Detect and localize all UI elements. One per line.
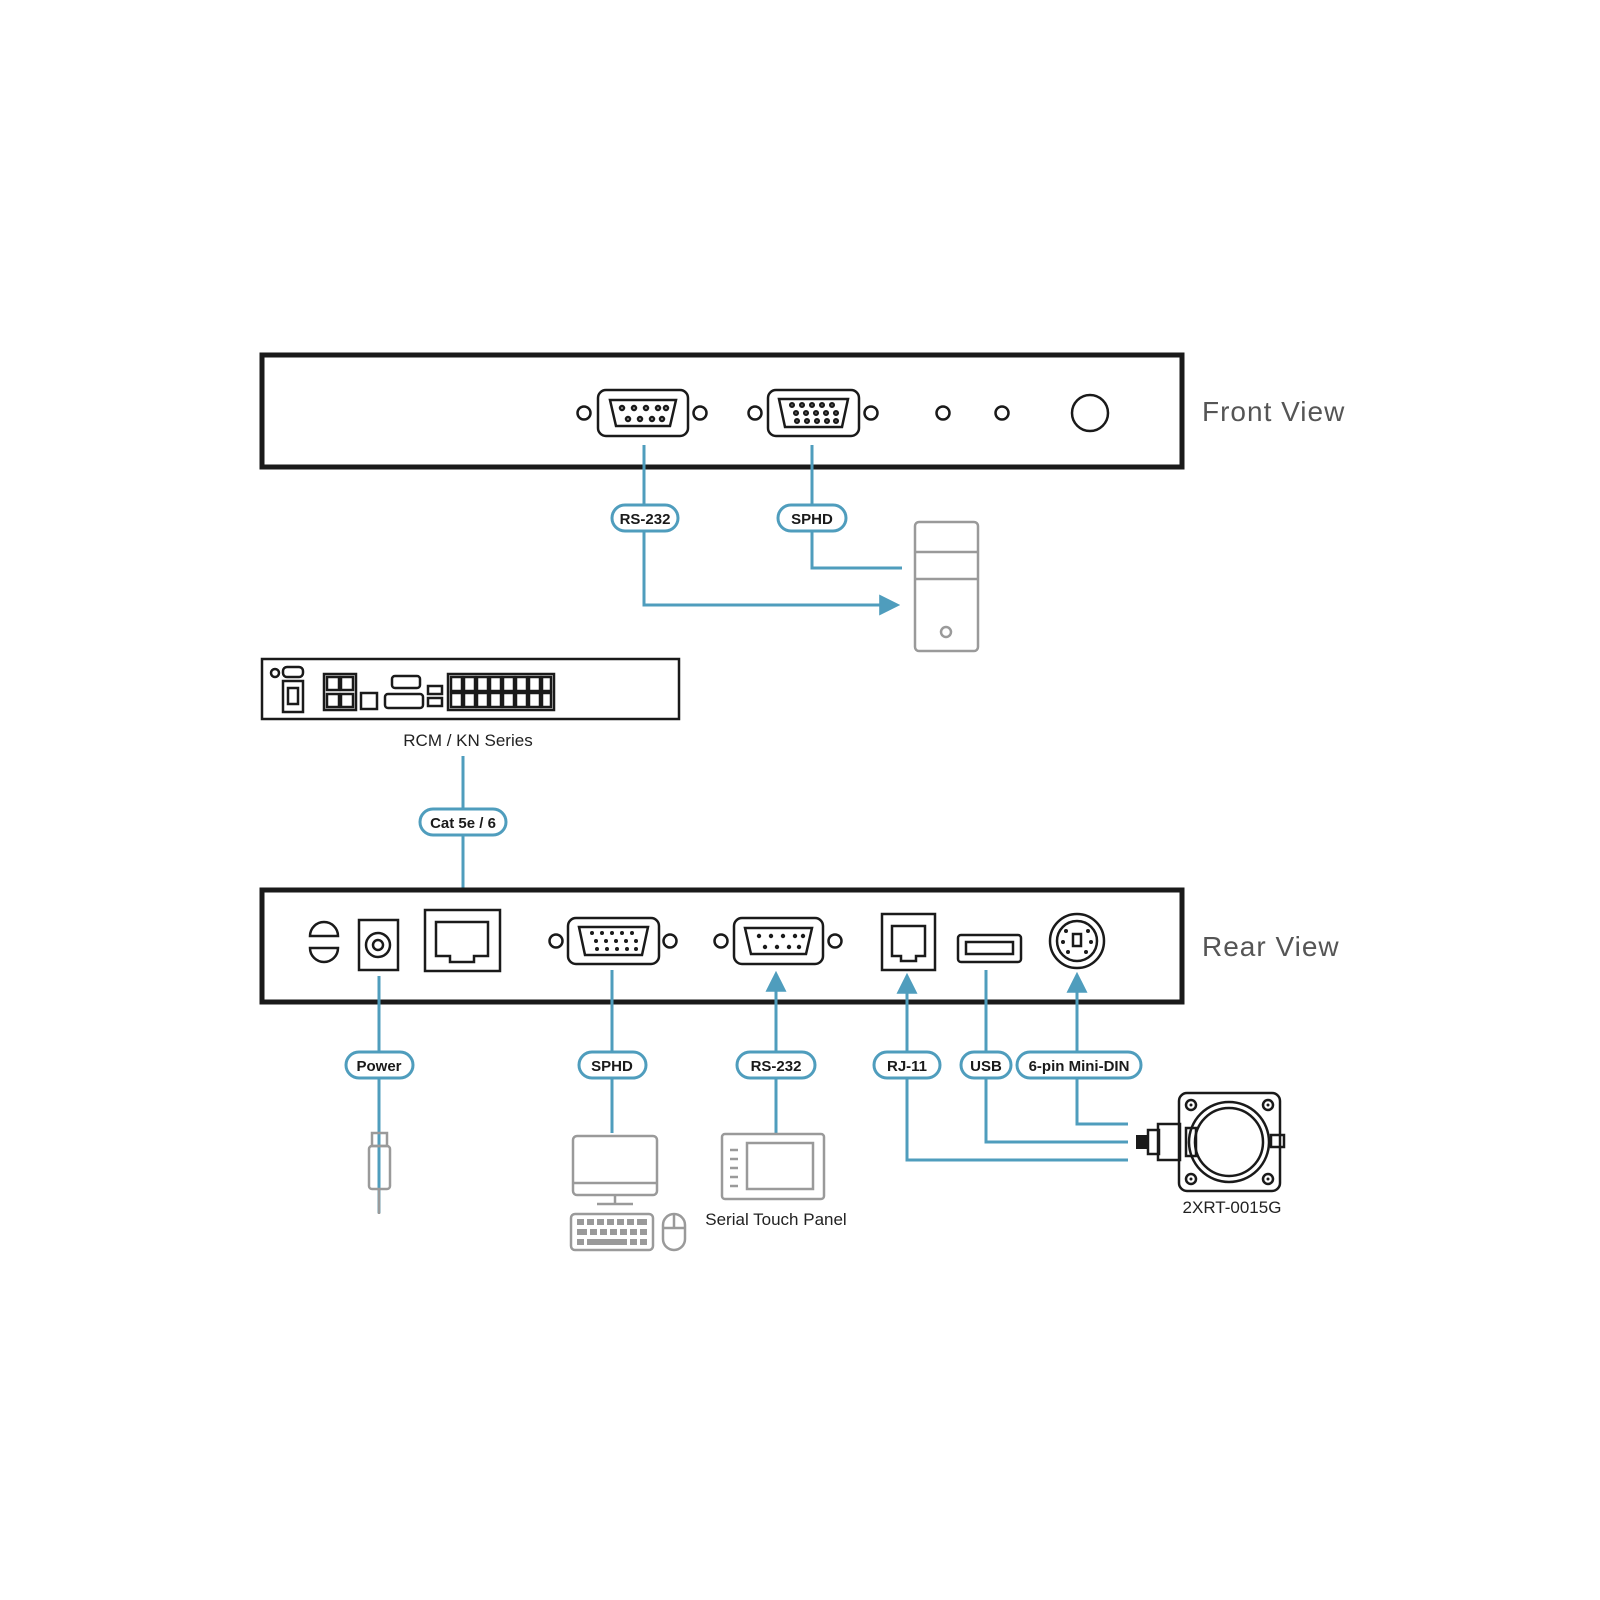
svg-text:RS-232: RS-232 xyxy=(751,1058,802,1075)
rj45-port-icon xyxy=(423,908,502,973)
svg-text:USB: USB xyxy=(970,1058,1002,1075)
cat5-label: Cat 5e / 6 xyxy=(418,807,508,837)
rj11-port-icon xyxy=(880,912,937,972)
kvm-ports xyxy=(449,675,553,709)
monitor-icon xyxy=(571,1134,659,1206)
rear-sphd-port-icon xyxy=(548,916,678,966)
keyboard-icon xyxy=(569,1212,655,1252)
svg-text:SPHD: SPHD xyxy=(591,1058,633,1075)
touch-panel-caption: Serial Touch Panel xyxy=(705,1210,846,1229)
front-rs232-label: RS-232 xyxy=(610,503,680,533)
kvm-switch-icon xyxy=(260,657,681,721)
led-icon xyxy=(994,405,1010,421)
mini-din-port-icon xyxy=(1048,912,1106,970)
mini-din-label: 6-pin Mini-DIN xyxy=(1015,1050,1143,1080)
mouse-icon xyxy=(661,1212,687,1252)
touch-panel-icon xyxy=(720,1132,826,1201)
rear-panel xyxy=(259,887,1185,1005)
rj11-label: RJ-11 xyxy=(872,1050,942,1080)
svg-text:SPHD: SPHD xyxy=(791,511,833,528)
rear-view-title: Rear View xyxy=(1202,931,1340,962)
led-icon xyxy=(935,405,951,421)
front-sphd-label: SPHD xyxy=(776,503,848,533)
usb-port-icon xyxy=(956,933,1023,964)
usb-label: USB xyxy=(959,1050,1013,1080)
svg-text:RS-232: RS-232 xyxy=(620,511,671,528)
svg-text:Cat 5e / 6: Cat 5e / 6 xyxy=(430,815,496,832)
computer-tower-icon xyxy=(913,520,980,653)
power-jack-icon xyxy=(357,918,400,972)
front-cables xyxy=(642,445,902,616)
rear-rs232-label: RS-232 xyxy=(735,1050,817,1080)
svg-text:RJ-11: RJ-11 xyxy=(887,1058,927,1075)
sensor-caption: 2XRT-0015G xyxy=(1183,1198,1282,1217)
front-view-title: Front View xyxy=(1202,396,1345,427)
power-label: Power xyxy=(344,1050,415,1080)
front-panel xyxy=(259,352,1185,470)
power-plug-icon xyxy=(367,1131,392,1214)
sensor-device-icon xyxy=(1136,1091,1286,1193)
ground-icon xyxy=(308,920,340,964)
rear-cables xyxy=(377,970,1128,1213)
front-sphd-port-icon xyxy=(747,388,879,438)
front-rs232-port-icon xyxy=(576,388,708,438)
rear-rs232-port-icon xyxy=(713,916,843,966)
kvm-caption: RCM / KN Series xyxy=(403,731,532,750)
svg-text:6-pin Mini-DIN: 6-pin Mini-DIN xyxy=(1029,1058,1130,1075)
power-button-icon xyxy=(1070,393,1110,433)
rear-sphd-label: SPHD xyxy=(577,1050,648,1080)
svg-text:Power: Power xyxy=(356,1058,401,1075)
